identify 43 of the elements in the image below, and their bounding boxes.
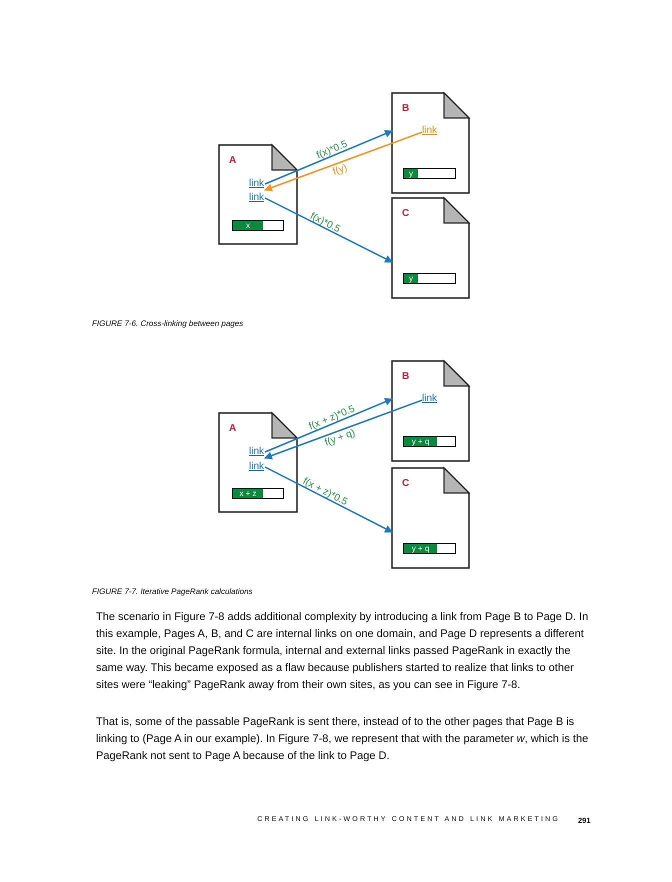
arrow — [264, 132, 422, 192]
edge-label: f(x + z)*0.5 — [300, 476, 349, 508]
arrow — [264, 197, 393, 263]
document-page — [219, 413, 297, 512]
hyperlink-text: link — [422, 125, 438, 137]
page-letter: A — [229, 423, 236, 434]
page-letter: B — [402, 371, 410, 382]
edge-label: f(y) — [332, 162, 350, 178]
score-bar — [232, 488, 284, 499]
document-page — [392, 361, 469, 461]
figure-caption: FIGURE 7-7. Iterative PageRank calculations — [92, 587, 253, 596]
arrow — [264, 400, 422, 460]
hyperlink-text: link — [422, 393, 438, 405]
score-bar — [232, 220, 284, 231]
document-page — [392, 198, 469, 298]
document-page — [392, 468, 469, 568]
arrow — [264, 398, 393, 453]
page-letter: B — [402, 103, 410, 114]
body-paragraph: That is, some of the passable PageRank is sent there, instead of to the other pages that Page B is linking to (Page A in our example). In Figure 7-8, we represent that with the parameter w, which is the PageRank not sent to Page A because of the link to Page D. — [96, 715, 590, 764]
score-fill: x + z — [233, 489, 263, 498]
document-page — [392, 93, 469, 193]
document-page — [219, 145, 297, 244]
hyperlink-text: link — [249, 461, 264, 473]
hyperlink-text: link — [249, 446, 264, 458]
figure-caption: FIGURE 7-6. Cross-linking between pages — [92, 319, 244, 328]
score-fill: y — [404, 169, 418, 178]
hyperlink-text: link — [249, 192, 264, 204]
score-fill: y — [404, 274, 418, 283]
hyperlink-text: link — [249, 178, 264, 190]
score-bar — [403, 543, 456, 554]
arrow — [264, 466, 393, 533]
score-fill: y + q — [404, 544, 437, 553]
page-letter: A — [229, 155, 236, 166]
edge-label: f(y + q) — [324, 426, 358, 448]
score-bar — [403, 168, 456, 179]
score-bar — [403, 273, 456, 284]
arrow — [264, 130, 393, 185]
page-letter: C — [402, 208, 410, 219]
score-fill: x — [233, 221, 263, 230]
body-paragraph: The scenario in Figure 7-8 adds additional complexity by introducing a link from Page B to Page D. In this example, Pages A, B, and C are internal links on one domain, and Page D represents a different site. In the original PageRank formula, internal and external links passed PageRank in exactly the same way. This became exposed as a flaw because publishers started to realize that links to other sites were “leaking” PageRank away from their own sites, as you can see in Figure 7-8. — [96, 610, 590, 693]
page-letter: C — [402, 478, 410, 489]
score-bar — [403, 436, 456, 447]
score-fill: y + q — [404, 437, 437, 446]
